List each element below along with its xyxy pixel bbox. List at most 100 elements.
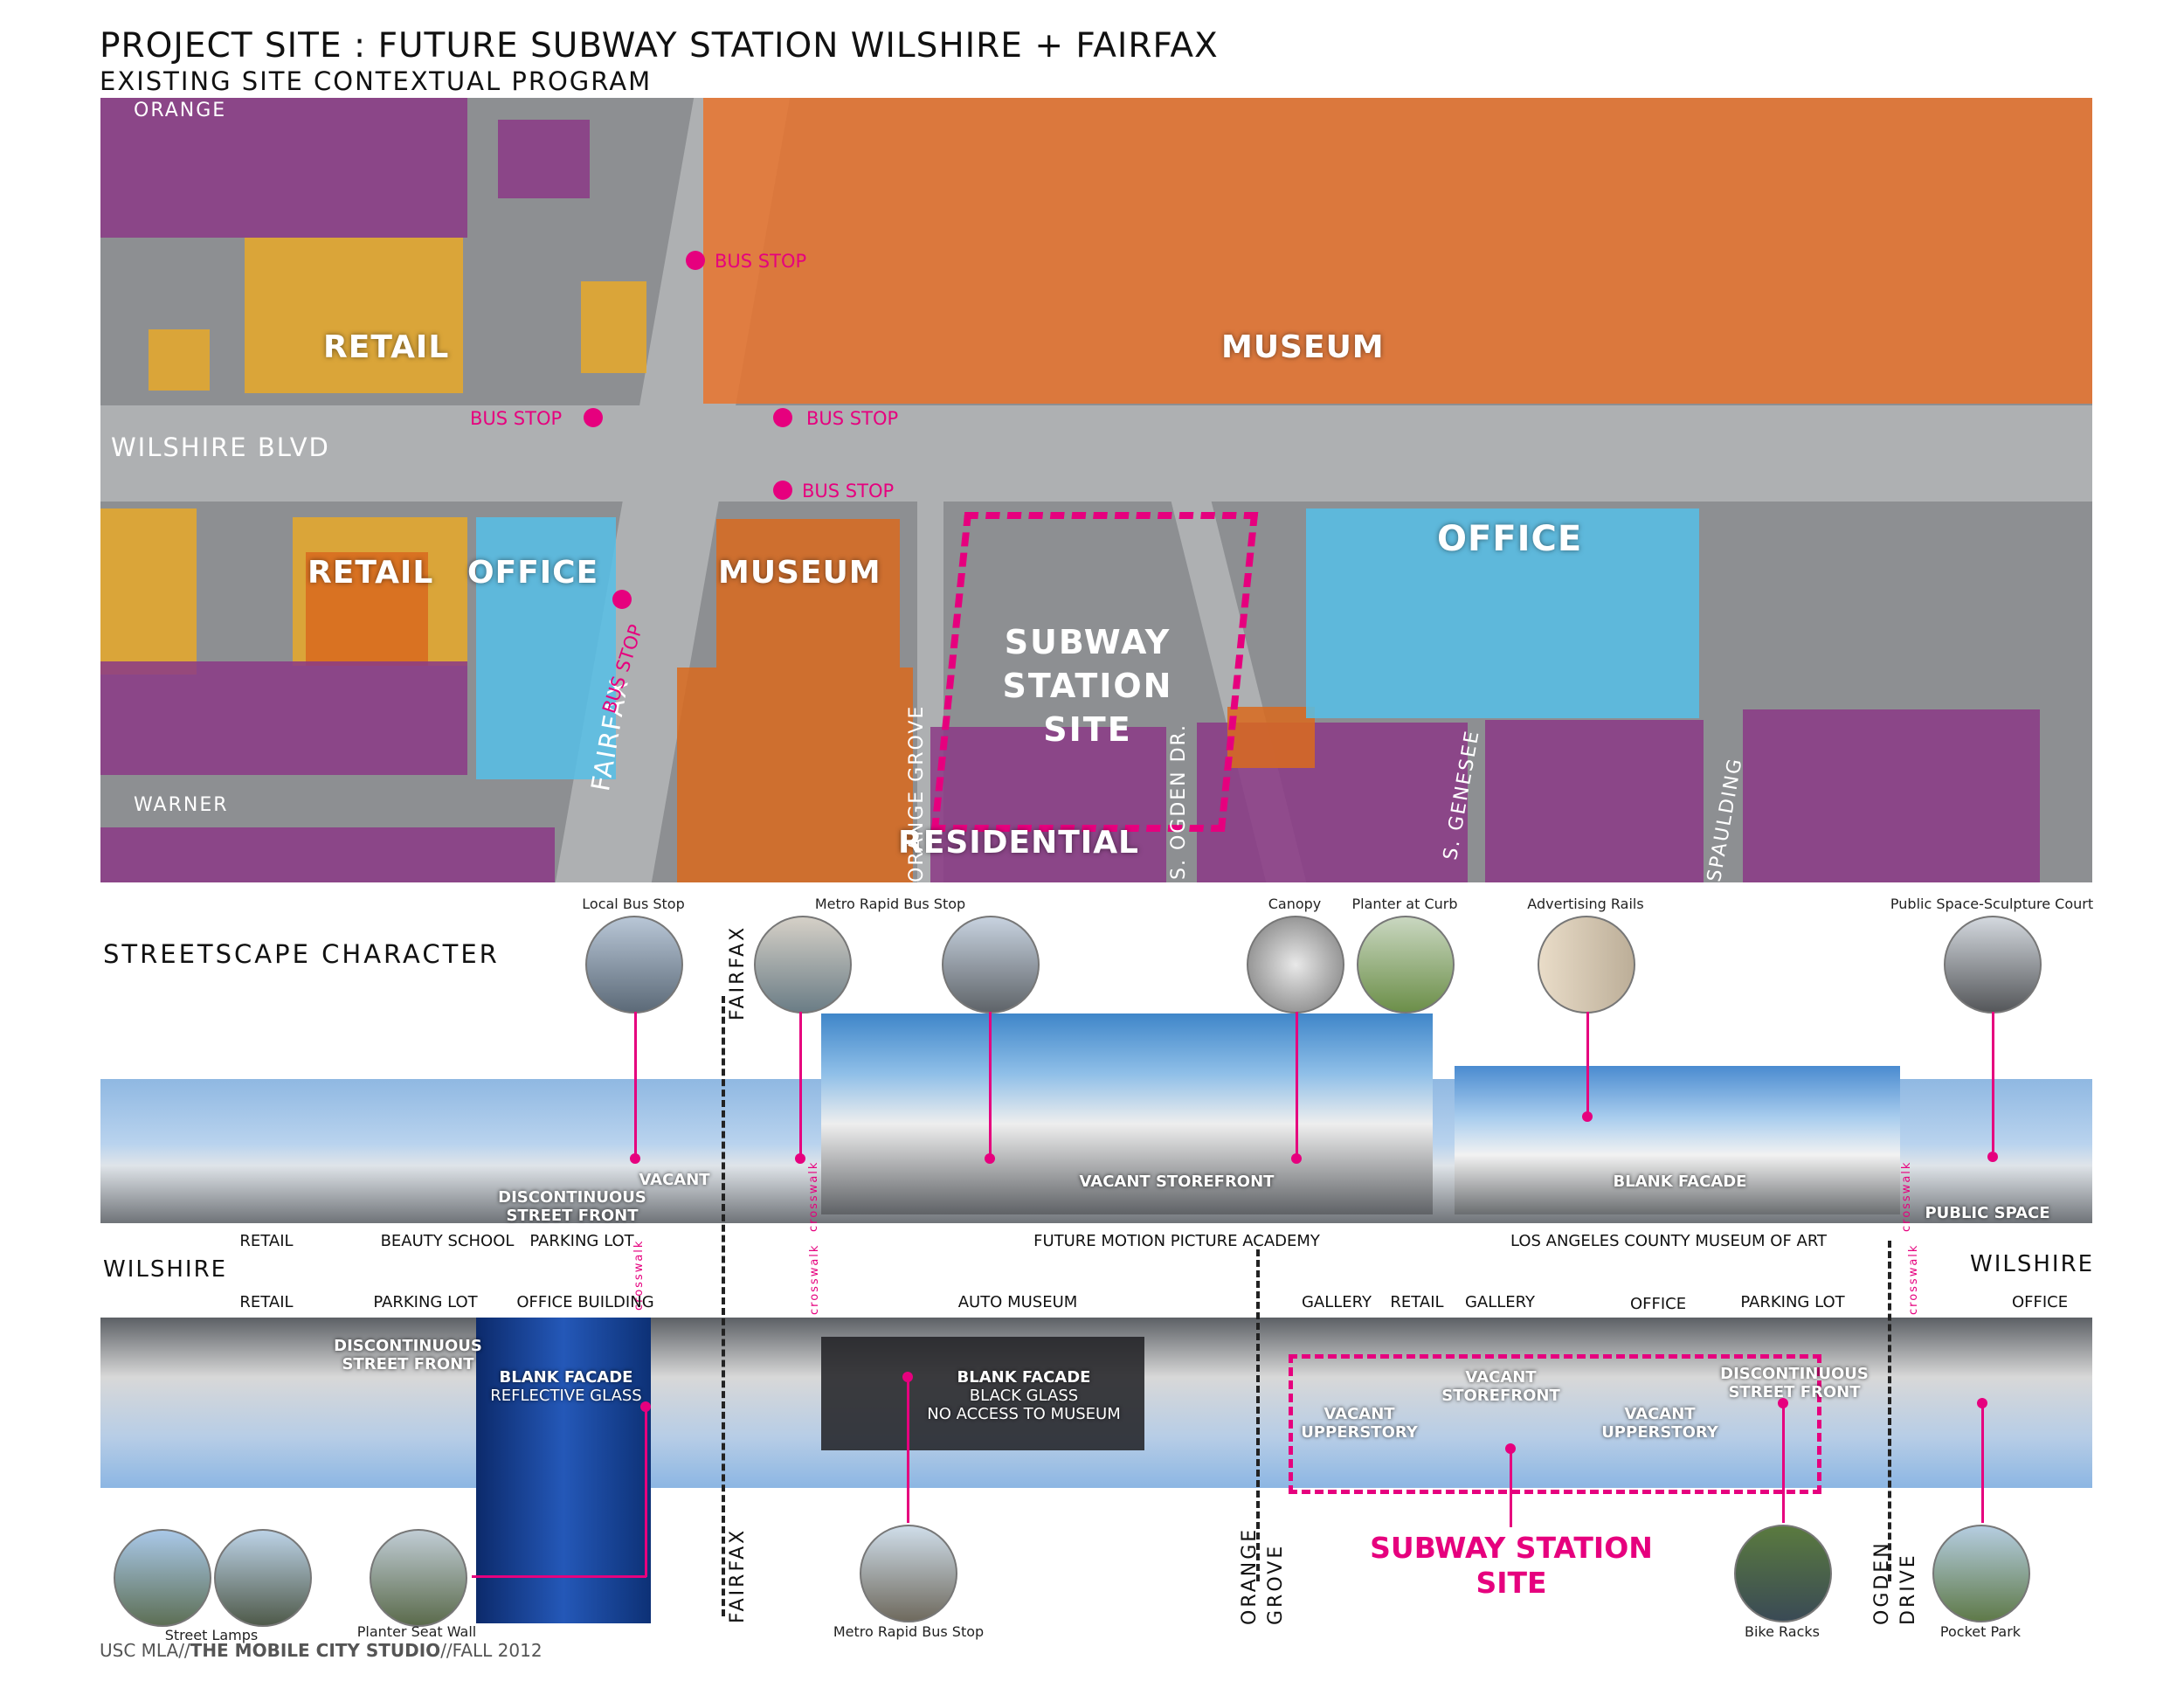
leader-dot — [630, 1153, 640, 1164]
wilshire-label-right: WILSHIRE — [1970, 1251, 2095, 1277]
label-blank-facade-reflective: BLANK FACADE REFLECTIVE GLASS — [490, 1368, 642, 1405]
street-ogden: S. OGDEN DR. — [1168, 723, 1190, 880]
bus-stop-marker — [773, 408, 792, 427]
caption-planter-at-curb: Planter at Curb — [1351, 896, 1458, 912]
wilshire-road — [100, 405, 2092, 502]
south-use-office-building: OFFICE BUILDING — [516, 1293, 654, 1311]
zone-residential-se2 — [1743, 709, 2040, 882]
bus-stop-marker — [584, 408, 603, 427]
photo-metro-rapid-north-a — [754, 916, 852, 1013]
leader-line — [1510, 1449, 1512, 1527]
ogden-label-2: DRIVE — [1897, 1553, 1919, 1625]
street-spaulding: SPAULDING — [1704, 756, 1747, 882]
bus-stop-marker — [612, 590, 632, 609]
label-retail-sw: RETAIL — [308, 555, 434, 591]
zone-small-orange — [1227, 707, 1315, 768]
leader-line — [907, 1376, 909, 1523]
north-use-lacma: LOS ANGELES COUNTY MUSEUM OF ART — [1510, 1232, 1828, 1250]
north-streetscape-building-a — [821, 1013, 1433, 1214]
label-discontinuous-south-2: DISCONTINUOUS STREET FRONT — [1720, 1365, 1869, 1401]
leader-dot — [1977, 1398, 1987, 1408]
subway-station-site-label: SUBWAY STATION SITE — [1370, 1531, 1653, 1600]
zone-retail-nw-corner — [581, 281, 646, 373]
label-retail-nw: RETAIL — [323, 329, 450, 365]
site-map: SUBWAY STATION SITE RETAIL MUSEUM RETAIL… — [100, 98, 2092, 882]
label-blank-facade: BLANK FACADE — [1613, 1173, 1747, 1191]
street-warner: WARNER — [134, 794, 229, 816]
photo-public-space-sculpture-court — [1944, 916, 2042, 1013]
south-use-parking-lot: PARKING LOT — [373, 1293, 478, 1311]
south-use-auto-museum: AUTO MUSEUM — [957, 1293, 1078, 1311]
label-blank-facade-black-glass: BLANK FACADE BLACK GLASS NO ACCESS TO MU… — [927, 1368, 1121, 1423]
crosswalk-label: crosswalk — [807, 1160, 820, 1232]
zone-retail-sw-edge — [100, 508, 197, 675]
fairfax-line — [722, 996, 725, 1616]
south-use-parking-lot-2: PARKING LOT — [1740, 1293, 1845, 1311]
photo-pocket-park — [1932, 1525, 2030, 1622]
leader-line-horizontal — [472, 1575, 646, 1578]
bus-stop-label: BUS STOP — [470, 408, 563, 429]
label-vacant: VACANT — [639, 1171, 710, 1189]
fairfax-label-top: FAIRFAX — [727, 924, 749, 1020]
crosswalk-label: crosswalk — [1900, 1160, 1913, 1232]
leader-dot — [1778, 1398, 1788, 1408]
south-streetscape-glass-tower — [476, 1318, 651, 1623]
crosswalk-label: crosswalk — [1907, 1243, 1920, 1315]
zone-retail-sw-core — [306, 552, 428, 666]
ogden-label-1: OGDEN — [1871, 1540, 1893, 1625]
crosswalk-label: crosswalk — [808, 1243, 821, 1315]
photo-bike-racks — [1734, 1525, 1832, 1622]
orange-grove-line — [1256, 1249, 1260, 1581]
zone-retail-nw-small — [149, 329, 210, 391]
leader-line — [1981, 1402, 1984, 1523]
street-orange: ORANGE — [134, 100, 227, 121]
wilshire-label-left: WILSHIRE — [103, 1256, 228, 1283]
bus-stop-label: BUS STOP — [715, 251, 807, 272]
zone-residential-s — [930, 727, 1166, 882]
street-wilshire: WILSHIRE BLVD — [111, 432, 330, 462]
caption-advertising-rails: Advertising Rails — [1527, 896, 1644, 912]
photo-street-lamps-a — [114, 1529, 211, 1627]
caption-planter-seat-wall: Planter Seat Wall — [356, 1623, 477, 1640]
photo-planter-seat-wall — [370, 1529, 467, 1627]
north-use-future-academy: FUTURE MOTION PICTURE ACADEMY — [1033, 1232, 1320, 1250]
leader-line — [989, 1012, 992, 1160]
caption-canopy: Canopy — [1268, 896, 1322, 912]
leader-line — [645, 1407, 647, 1577]
zone-retail-nw — [245, 238, 463, 393]
bus-stop-label: BUS STOP — [806, 408, 899, 429]
page-subtitle: EXISTING SITE CONTEXTUAL PROGRAM — [100, 66, 653, 96]
bus-stop-label: BUS STOP — [802, 481, 895, 502]
leader-dot — [1987, 1152, 1998, 1162]
north-streetscape-building-b — [1455, 1066, 1900, 1214]
bus-stop-marker — [686, 251, 705, 270]
page-title: PROJECT SITE : FUTURE SUBWAY STATION WIL… — [100, 26, 1219, 66]
photo-planter-at-curb — [1357, 916, 1455, 1013]
south-use-gallery-1: GALLERY — [1301, 1293, 1372, 1311]
zone-museum-south — [716, 519, 900, 668]
label-vacant-upperstory-2: VACANT UPPERSTORY — [1601, 1405, 1718, 1442]
zone-residential-se — [1485, 720, 1704, 882]
caption-pocket-park: Pocket Park — [1939, 1623, 2022, 1640]
photo-street-lamps-b — [214, 1529, 312, 1627]
north-use-retail: RETAIL — [239, 1232, 294, 1250]
label-vacant-storefront-south: VACANT STOREFRONT — [1441, 1368, 1560, 1405]
north-use-beauty-school: BEAUTY SCHOOL — [380, 1232, 515, 1250]
leader-line — [1586, 1012, 1589, 1117]
label-vacant-upperstory-1: VACANT UPPERSTORY — [1301, 1405, 1418, 1442]
zone-residential-nw2 — [498, 120, 590, 198]
subway-station-site-streetscape-box — [1289, 1354, 1821, 1494]
subway-station-label: SUBWAY STATION SITE — [1002, 623, 1173, 749]
south-use-gallery-2: GALLERY — [1464, 1293, 1536, 1311]
leader-dot — [1582, 1111, 1593, 1122]
leader-line — [1992, 1012, 1994, 1152]
leader-dot — [1291, 1153, 1302, 1164]
label-museum-south: MUSEUM — [718, 555, 881, 591]
south-use-retail: RETAIL — [239, 1293, 294, 1311]
caption-bike-racks: Bike Racks — [1744, 1623, 1821, 1640]
south-use-office: OFFICE — [1629, 1295, 1687, 1313]
label-discontinuous-north: DISCONTINUOUS STREET FRONT — [498, 1188, 646, 1225]
orange-grove-label-1: ORANGE — [1239, 1526, 1261, 1625]
leader-dot — [902, 1372, 913, 1382]
caption-street-lamps: Street Lamps — [164, 1627, 259, 1643]
